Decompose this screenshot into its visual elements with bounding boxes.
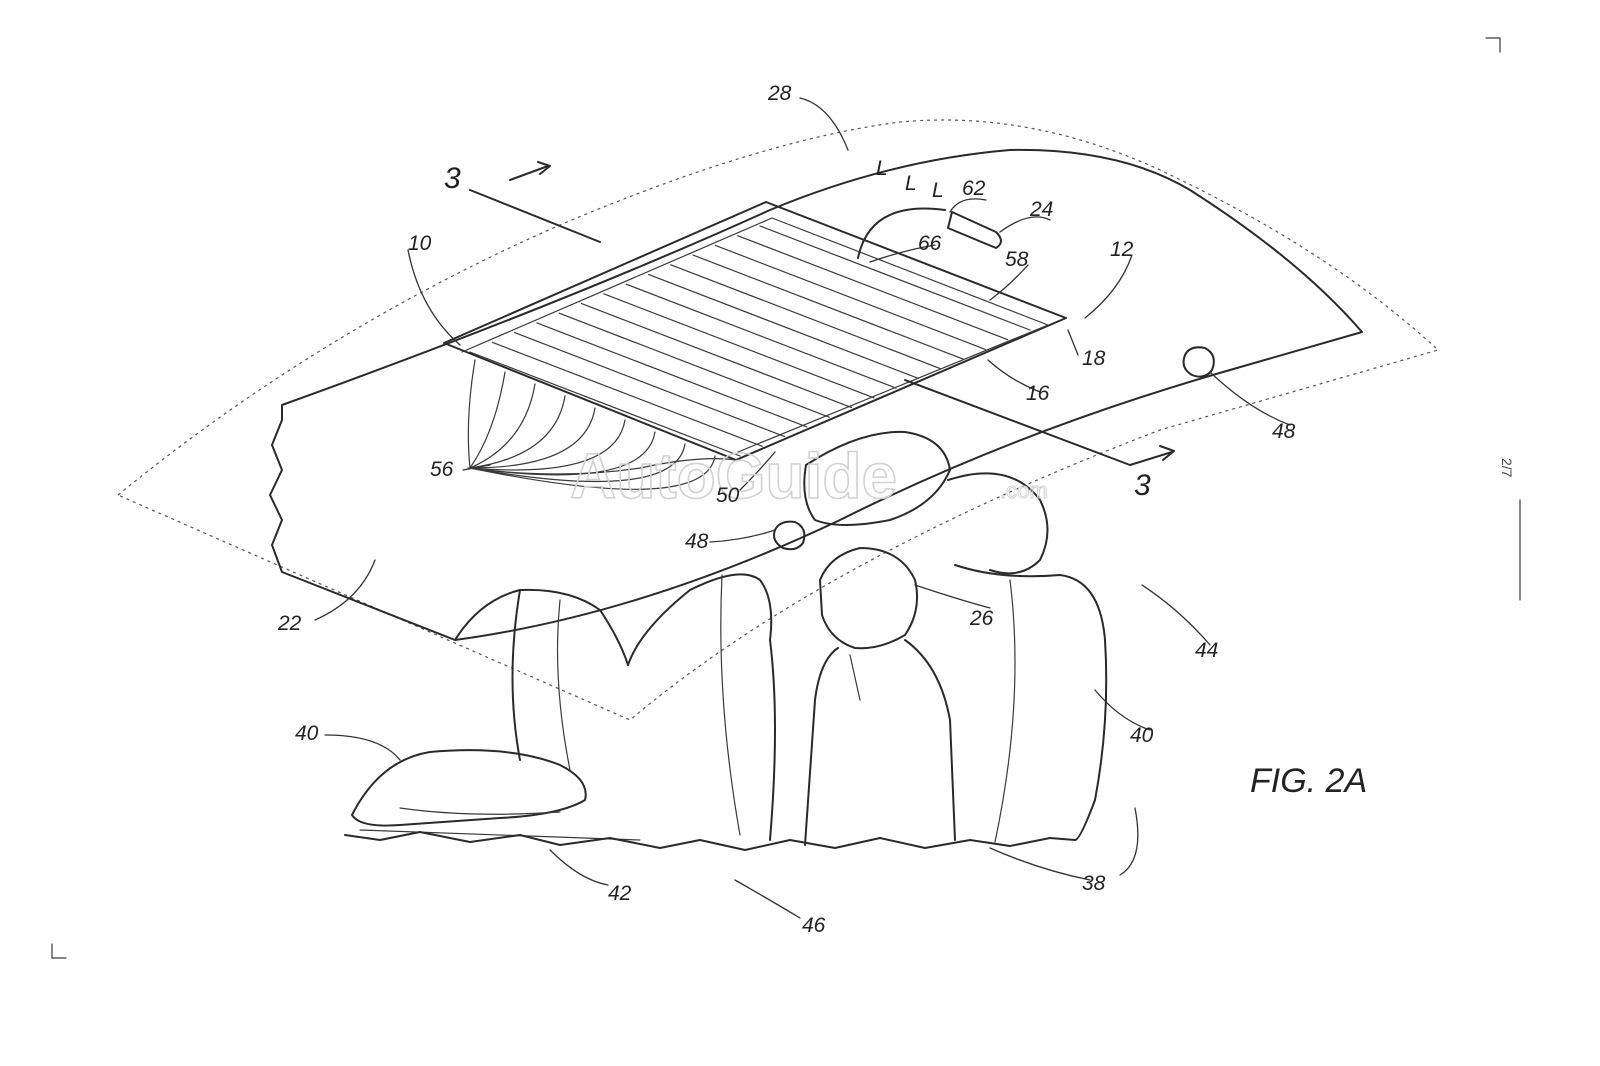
panel-line: [692, 254, 964, 360]
figure-caption: FIG. 2A: [1250, 762, 1367, 800]
ref-22: 22: [277, 612, 302, 635]
panel-line: [603, 293, 875, 399]
panel-line: [625, 283, 897, 389]
ref-50: 50: [716, 484, 740, 507]
ref-58: 58: [1005, 248, 1029, 271]
leader-lines: [314, 97, 1291, 919]
corner-marks: [51, 37, 1501, 959]
ref-28: 28: [767, 82, 792, 105]
ref-12: 12: [1110, 238, 1134, 261]
panel-line: [714, 244, 986, 350]
fan-line: [469, 419, 626, 471]
grab-handle-right: [1182, 346, 1215, 378]
tether-fan-lines: [467, 359, 716, 490]
grab-handle-left: [773, 520, 806, 551]
fan-line: [469, 443, 686, 483]
panel-line: [536, 322, 808, 428]
ref-16: 16: [1026, 382, 1050, 405]
vehicle-roof-outline: [117, 119, 1440, 721]
right-seat: [947, 472, 1108, 843]
ref-48-right: 48: [1272, 420, 1296, 443]
ref-40-left: 40: [295, 722, 319, 745]
panel-line: [647, 273, 920, 380]
section-label-bottom: 3: [1134, 469, 1151, 502]
ref-26: 26: [969, 607, 994, 630]
ref-66: 66: [918, 232, 942, 255]
ref-44: 44: [1195, 639, 1218, 662]
airbag-panel: [443, 201, 1067, 490]
panel-line: [491, 341, 763, 447]
fan-line: [469, 383, 536, 469]
ref-24: 24: [1029, 198, 1053, 221]
fan-line: [467, 359, 476, 469]
fan-line: [469, 455, 716, 490]
rear-window-opening: [803, 430, 951, 526]
ref-42: 42: [608, 882, 632, 905]
panel-line: [558, 312, 830, 418]
fan-line: [469, 395, 566, 469]
panel-inflation-lines: [469, 225, 1031, 457]
line-label-l2: L: [905, 172, 917, 195]
watermark-suffix: .com: [1000, 478, 1048, 503]
rear-seats: [351, 573, 776, 841]
section-line-3-3: [469, 161, 1175, 466]
fan-line: [469, 407, 596, 469]
floor-line: [344, 831, 1076, 851]
occupant-head-torso: [804, 547, 956, 846]
line-label-l1: L: [876, 157, 888, 180]
ref-46: 46: [802, 914, 826, 937]
panel-line: [759, 225, 1031, 331]
ref-62: 62: [962, 177, 986, 200]
line-label-l3: L: [932, 179, 944, 202]
sheet-marker: 2/7: [1499, 458, 1515, 478]
panel-line: [514, 332, 786, 438]
watermark-text: AutoGuide: [570, 440, 897, 512]
panel-line: [737, 235, 1009, 341]
panel-line: [580, 302, 853, 409]
headliner-panel: [269, 148, 1363, 641]
ref-40-right: 40: [1130, 724, 1154, 747]
ref-18: 18: [1082, 347, 1106, 370]
fan-line: [469, 371, 506, 469]
panel-line: [469, 351, 741, 457]
panel-line: [670, 264, 942, 370]
inflator-assembly: [857, 207, 1002, 259]
ref-10: 10: [408, 232, 432, 255]
ref-48-left: 48: [685, 530, 709, 553]
ref-38: 38: [1082, 872, 1106, 895]
section-label-top: 3: [444, 162, 461, 195]
ref-56: 56: [430, 458, 454, 481]
